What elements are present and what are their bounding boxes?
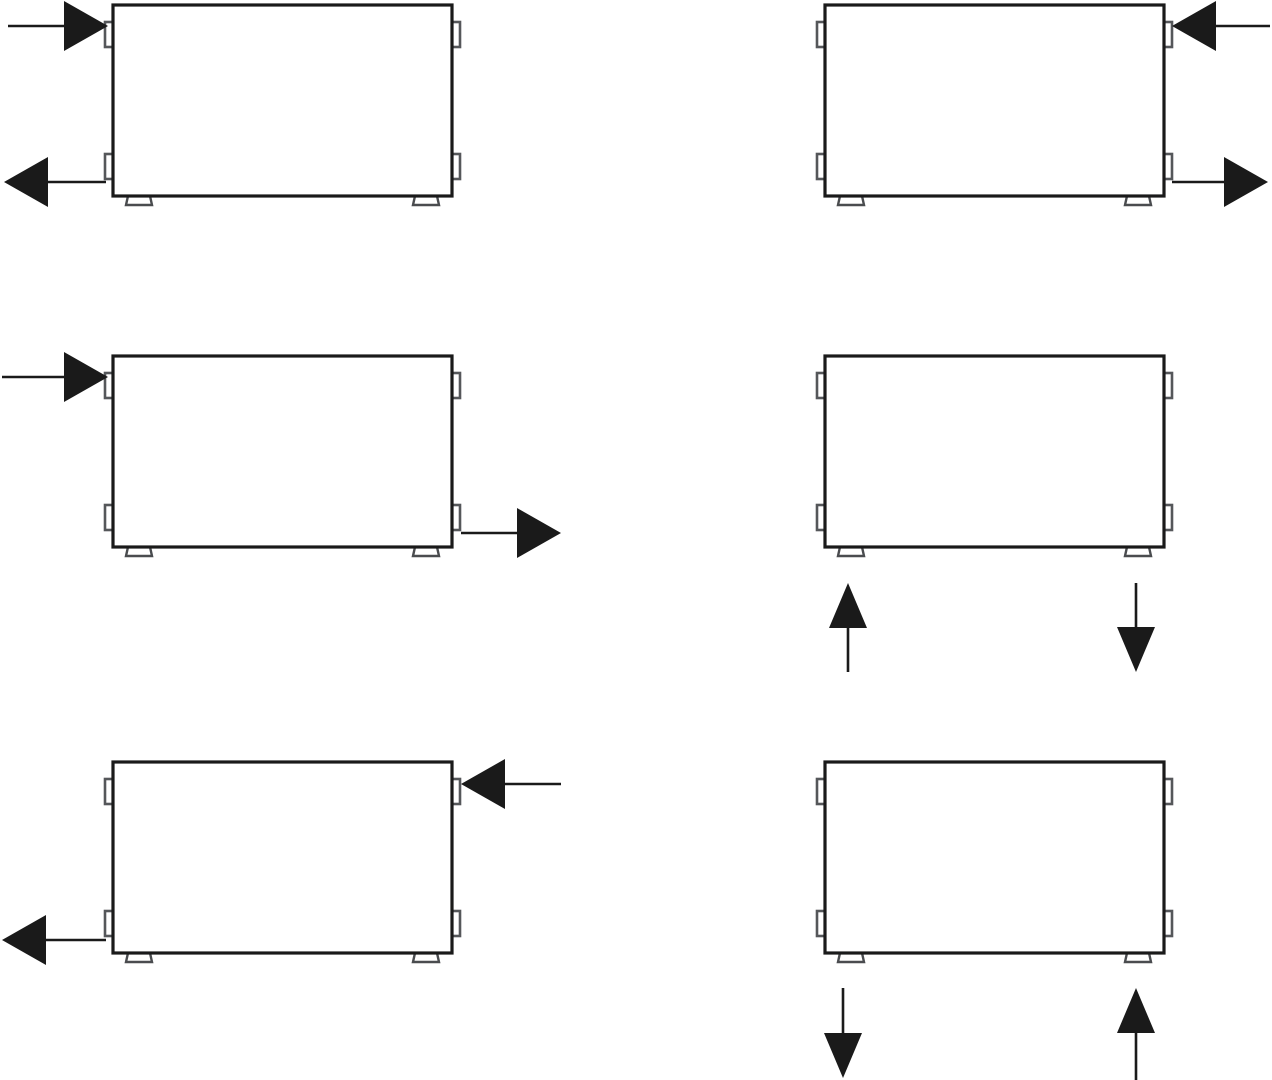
- arrow-head-icon: [517, 508, 561, 558]
- flow-arrow-inlet: [2, 352, 108, 402]
- radiator-body: [111, 3, 454, 198]
- flow-arrow-outlet: [824, 988, 862, 1078]
- radiator-body: [823, 760, 1166, 955]
- arrow-head-icon: [64, 1, 108, 51]
- flow-arrow-outlet: [2, 915, 106, 965]
- radiator-body: [111, 760, 454, 955]
- arrow-head-icon: [1117, 988, 1155, 1033]
- radiator-body: [823, 3, 1166, 198]
- flow-arrow-outlet: [1172, 157, 1268, 207]
- radiator-body: [111, 354, 454, 549]
- arrow-head-icon: [4, 157, 48, 207]
- radiator-body: [823, 354, 1166, 549]
- flow-arrow-inlet: [829, 583, 867, 672]
- arrow-head-icon: [1224, 157, 1268, 207]
- radiator-unit-bottom-right: [815, 760, 1174, 1080]
- flow-arrow-outlet: [4, 157, 106, 207]
- flow-arrow-inlet: [461, 759, 561, 809]
- arrow-head-icon: [2, 915, 46, 965]
- arrow-head-icon: [829, 583, 867, 628]
- flow-arrow-inlet: [8, 1, 108, 51]
- flow-arrow-outlet: [461, 508, 561, 558]
- arrow-head-icon: [1117, 627, 1155, 672]
- arrow-head-icon: [461, 759, 505, 809]
- radiator-unit-middle-left: [2, 352, 561, 558]
- flow-arrow-inlet: [1172, 1, 1270, 51]
- radiator-unit-top-left: [4, 1, 462, 207]
- radiator-unit-top-right: [815, 1, 1270, 207]
- radiator-unit-middle-right: [815, 354, 1174, 672]
- flow-arrow-outlet: [1117, 583, 1155, 672]
- arrow-head-icon: [824, 1033, 862, 1078]
- arrow-head-icon: [1172, 1, 1216, 51]
- radiator-unit-bottom-left: [2, 759, 561, 965]
- flow-arrow-inlet: [1117, 988, 1155, 1080]
- arrow-head-icon: [64, 352, 108, 402]
